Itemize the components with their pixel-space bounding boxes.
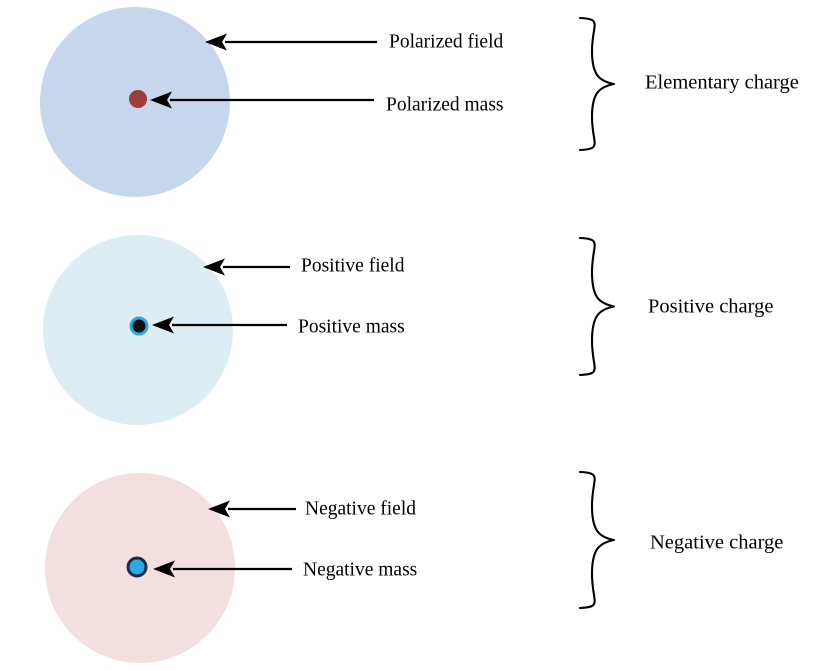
group-label-negative-charge: Negative charge [650,532,783,554]
brace-negative-charge [578,470,616,610]
mass-dot-elementary-charge [129,90,147,108]
field-arrow-positive-charge-head [203,258,225,276]
field-arrow-elementary-charge-head [205,33,227,51]
group-label-elementary-charge: Elementary charge [645,72,799,94]
mass-arrow-negative-charge [153,560,292,578]
field-label-elementary-charge: Polarized field [389,31,503,52]
field-arrow-positive-charge [203,258,290,276]
mass-dot-positive-charge [129,316,149,336]
field-label-negative-charge: Negative field [305,498,416,519]
mass-arrow-elementary-charge [150,91,374,109]
field-arrow-negative-charge-head [208,500,230,518]
mass-label-negative-charge: Negative mass [303,559,417,580]
mass-arrow-positive-charge-head [152,316,174,334]
mass-label-positive-charge: Positive mass [298,316,405,337]
mass-arrow-elementary-charge-head [150,91,172,109]
mass-arrow-positive-charge [152,316,287,334]
mass-arrow-negative-charge-head [153,560,175,578]
mass-dot-negative-charge [126,556,148,578]
group-label-positive-charge: Positive charge [648,296,773,318]
field-arrow-elementary-charge [205,33,377,51]
brace-elementary-charge [578,16,616,152]
field-label-positive-charge: Positive field [301,255,405,276]
field-arrow-negative-charge [208,500,296,518]
mass-label-elementary-charge: Polarized mass [386,94,504,115]
brace-positive-charge [578,236,616,377]
